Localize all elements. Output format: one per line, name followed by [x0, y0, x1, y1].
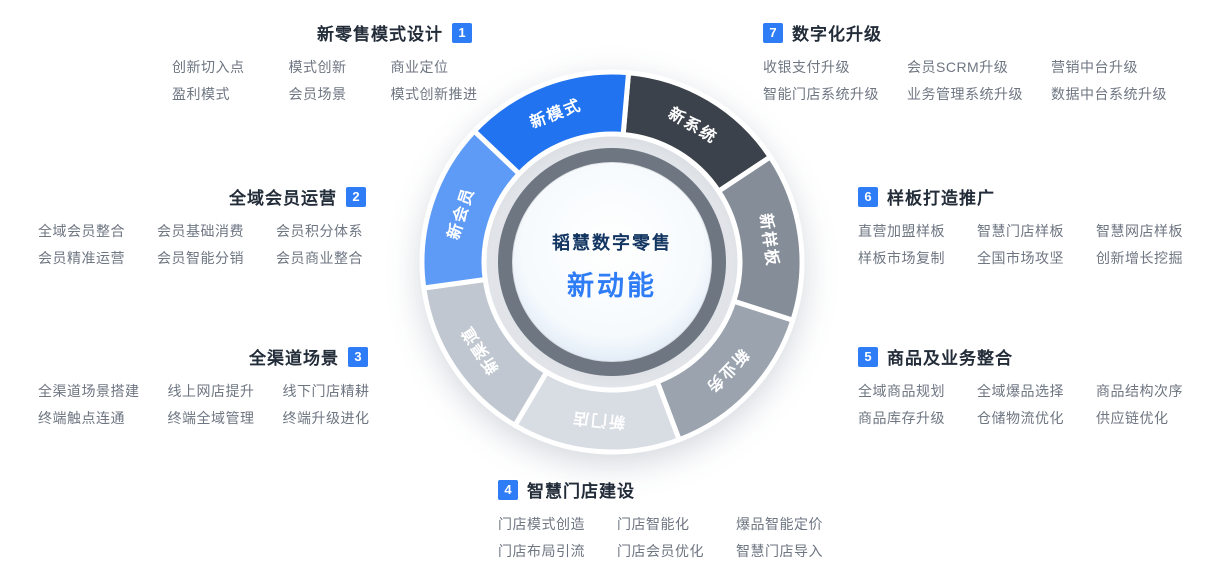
section-title: 全渠道场景	[249, 349, 339, 368]
section-item: 门店智能化	[617, 516, 690, 532]
center-circle	[513, 163, 711, 361]
section-title-row: 6 样板打造推广	[858, 184, 1183, 209]
section-item: 门店模式创造	[498, 516, 585, 532]
section-number-badge: 4	[498, 479, 518, 500]
section-item: 数据中台系统升级	[1051, 86, 1167, 102]
section-item: 商业定位	[390, 59, 449, 75]
section-item: 门店布局引流	[498, 543, 585, 559]
section-item: 会员基础消费	[157, 223, 244, 239]
section-item: 全渠道场景搭建	[38, 383, 140, 399]
section-item: 营销中台升级	[1051, 59, 1138, 75]
section-item: 智慧网店样板	[1096, 223, 1183, 239]
section-title-row: 全渠道场景 3	[38, 344, 368, 369]
section-title: 商品及业务整合	[887, 349, 1013, 368]
section-number-badge: 5	[858, 346, 878, 367]
section-title-row: 4 智慧门店建设	[498, 477, 823, 502]
section-number-badge: 6	[858, 186, 878, 207]
section-title: 智慧门店建设	[527, 482, 635, 501]
section-item: 会员SCRM升级	[907, 59, 1009, 75]
section-omni-member-operation: 全域会员运营 2 全域会员整合 会员基础消费 会员积分体系 会员精准运营 会员智…	[38, 184, 366, 265]
section-item: 商品结构次序	[1096, 383, 1183, 399]
section-number-badge: 2	[346, 186, 366, 207]
section-item: 仓储物流优化	[977, 410, 1064, 426]
section-item: 全域爆品选择	[977, 383, 1064, 399]
section-item: 线上网店提升	[167, 383, 255, 399]
section-title: 新零售模式设计	[317, 25, 443, 44]
strategy-wheel-container: 新系统新样板新业务新门店新渠道新会员新模式 韬慧数字零售 新动能	[415, 65, 809, 459]
section-items: 直营加盟样板 智慧门店样板 智慧网店样板 样板市场复制 全国市场攻坚 创新增长挖…	[858, 224, 1183, 265]
section-item: 爆品智能定价	[736, 516, 823, 532]
section-item: 盈利模式	[172, 86, 230, 102]
section-title-row: 新零售模式设计 1	[172, 20, 472, 45]
section-title: 数字化升级	[792, 25, 882, 44]
section-goods-business-integration: 5 商品及业务整合 全域商品规划 全域爆品选择 商品结构次序 商品库存升级 仓储…	[858, 344, 1183, 425]
section-item: 业务管理系统升级	[907, 86, 1023, 102]
section-title: 样板打造推广	[887, 189, 995, 208]
section-item: 创新增长挖掘	[1096, 250, 1183, 266]
center-subtitle: 新动能	[567, 270, 657, 301]
section-number-badge: 1	[452, 22, 472, 43]
section-omni-channel-scene: 全渠道场景 3 全渠道场景搭建 线上网店提升 线下门店精耕 终端触点连通 终端全…	[38, 344, 370, 426]
section-item: 模式创新推进	[390, 86, 478, 102]
section-item: 会员精准运营	[38, 250, 125, 266]
section-items: 创新切入点 模式创新 商业定位 盈利模式 会员场景 模式创新推进	[172, 59, 477, 102]
section-item: 会员场景	[288, 86, 347, 102]
section-item: 线下门店精耕	[282, 383, 370, 399]
section-item: 会员商业整合	[276, 250, 363, 266]
section-smart-store-construction: 4 智慧门店建设 门店模式创造 门店智能化 爆品智能定价 门店布局引流 门店会员…	[498, 477, 823, 558]
center-title: 韬慧数字零售	[552, 232, 672, 253]
section-item: 供应链优化	[1096, 410, 1169, 426]
section-title-row: 5 商品及业务整合	[858, 344, 1183, 369]
section-item: 全域会员整合	[38, 223, 125, 239]
section-item: 收银支付升级	[763, 59, 850, 75]
section-item: 终端全域管理	[167, 410, 255, 426]
section-template-promotion: 6 样板打造推广 直营加盟样板 智慧门店样板 智慧网店样板 样板市场复制 全国市…	[858, 184, 1183, 265]
section-items: 门店模式创造 门店智能化 爆品智能定价 门店布局引流 门店会员优化 智慧门店导入	[498, 517, 823, 558]
section-items: 收银支付升级 会员SCRM升级 营销中台升级 智能门店系统升级 业务管理系统升级…	[763, 60, 1167, 101]
section-item: 智慧门店样板	[977, 223, 1064, 239]
section-item: 商品库存升级	[858, 410, 945, 426]
section-item: 门店会员优化	[617, 543, 704, 559]
section-item: 会员智能分销	[157, 250, 244, 266]
section-item: 终端升级进化	[282, 410, 370, 426]
section-title-row: 7 数字化升级	[763, 20, 1167, 45]
section-item: 直营加盟样板	[858, 223, 945, 239]
section-new-retail-model-design: 新零售模式设计 1 创新切入点 模式创新 商业定位 盈利模式 会员场景 模式创新…	[172, 20, 477, 102]
section-items: 全域会员整合 会员基础消费 会员积分体系 会员精准运营 会员智能分销 会员商业整…	[38, 224, 366, 265]
wheel-segment-6	[471, 69, 632, 177]
section-item: 全国市场攻坚	[977, 250, 1064, 266]
section-item: 智慧门店导入	[736, 543, 823, 559]
wheel-segment-label: 新门店	[570, 408, 625, 432]
section-number-badge: 7	[763, 22, 783, 43]
section-item: 终端触点连通	[38, 410, 125, 426]
section-title-row: 全域会员运营 2	[38, 184, 366, 209]
section-title: 全域会员运营	[229, 189, 337, 208]
center-ring	[498, 148, 726, 376]
section-item: 智能门店系统升级	[763, 86, 879, 102]
section-item: 创新切入点	[172, 59, 245, 75]
section-digital-upgrade: 7 数字化升级 收银支付升级 会员SCRM升级 营销中台升级 智能门店系统升级 …	[763, 20, 1167, 101]
section-number-badge: 3	[348, 346, 368, 367]
section-item: 样板市场复制	[858, 250, 945, 266]
section-item: 会员积分体系	[276, 223, 363, 239]
section-item: 全域商品规划	[858, 383, 945, 399]
section-item: 模式创新	[288, 59, 347, 75]
section-items: 全域商品规划 全域爆品选择 商品结构次序 商品库存升级 仓储物流优化 供应链优化	[858, 384, 1183, 425]
section-items: 全渠道场景搭建 线上网店提升 线下门店精耕 终端触点连通 终端全域管理 终端升级…	[38, 383, 370, 426]
